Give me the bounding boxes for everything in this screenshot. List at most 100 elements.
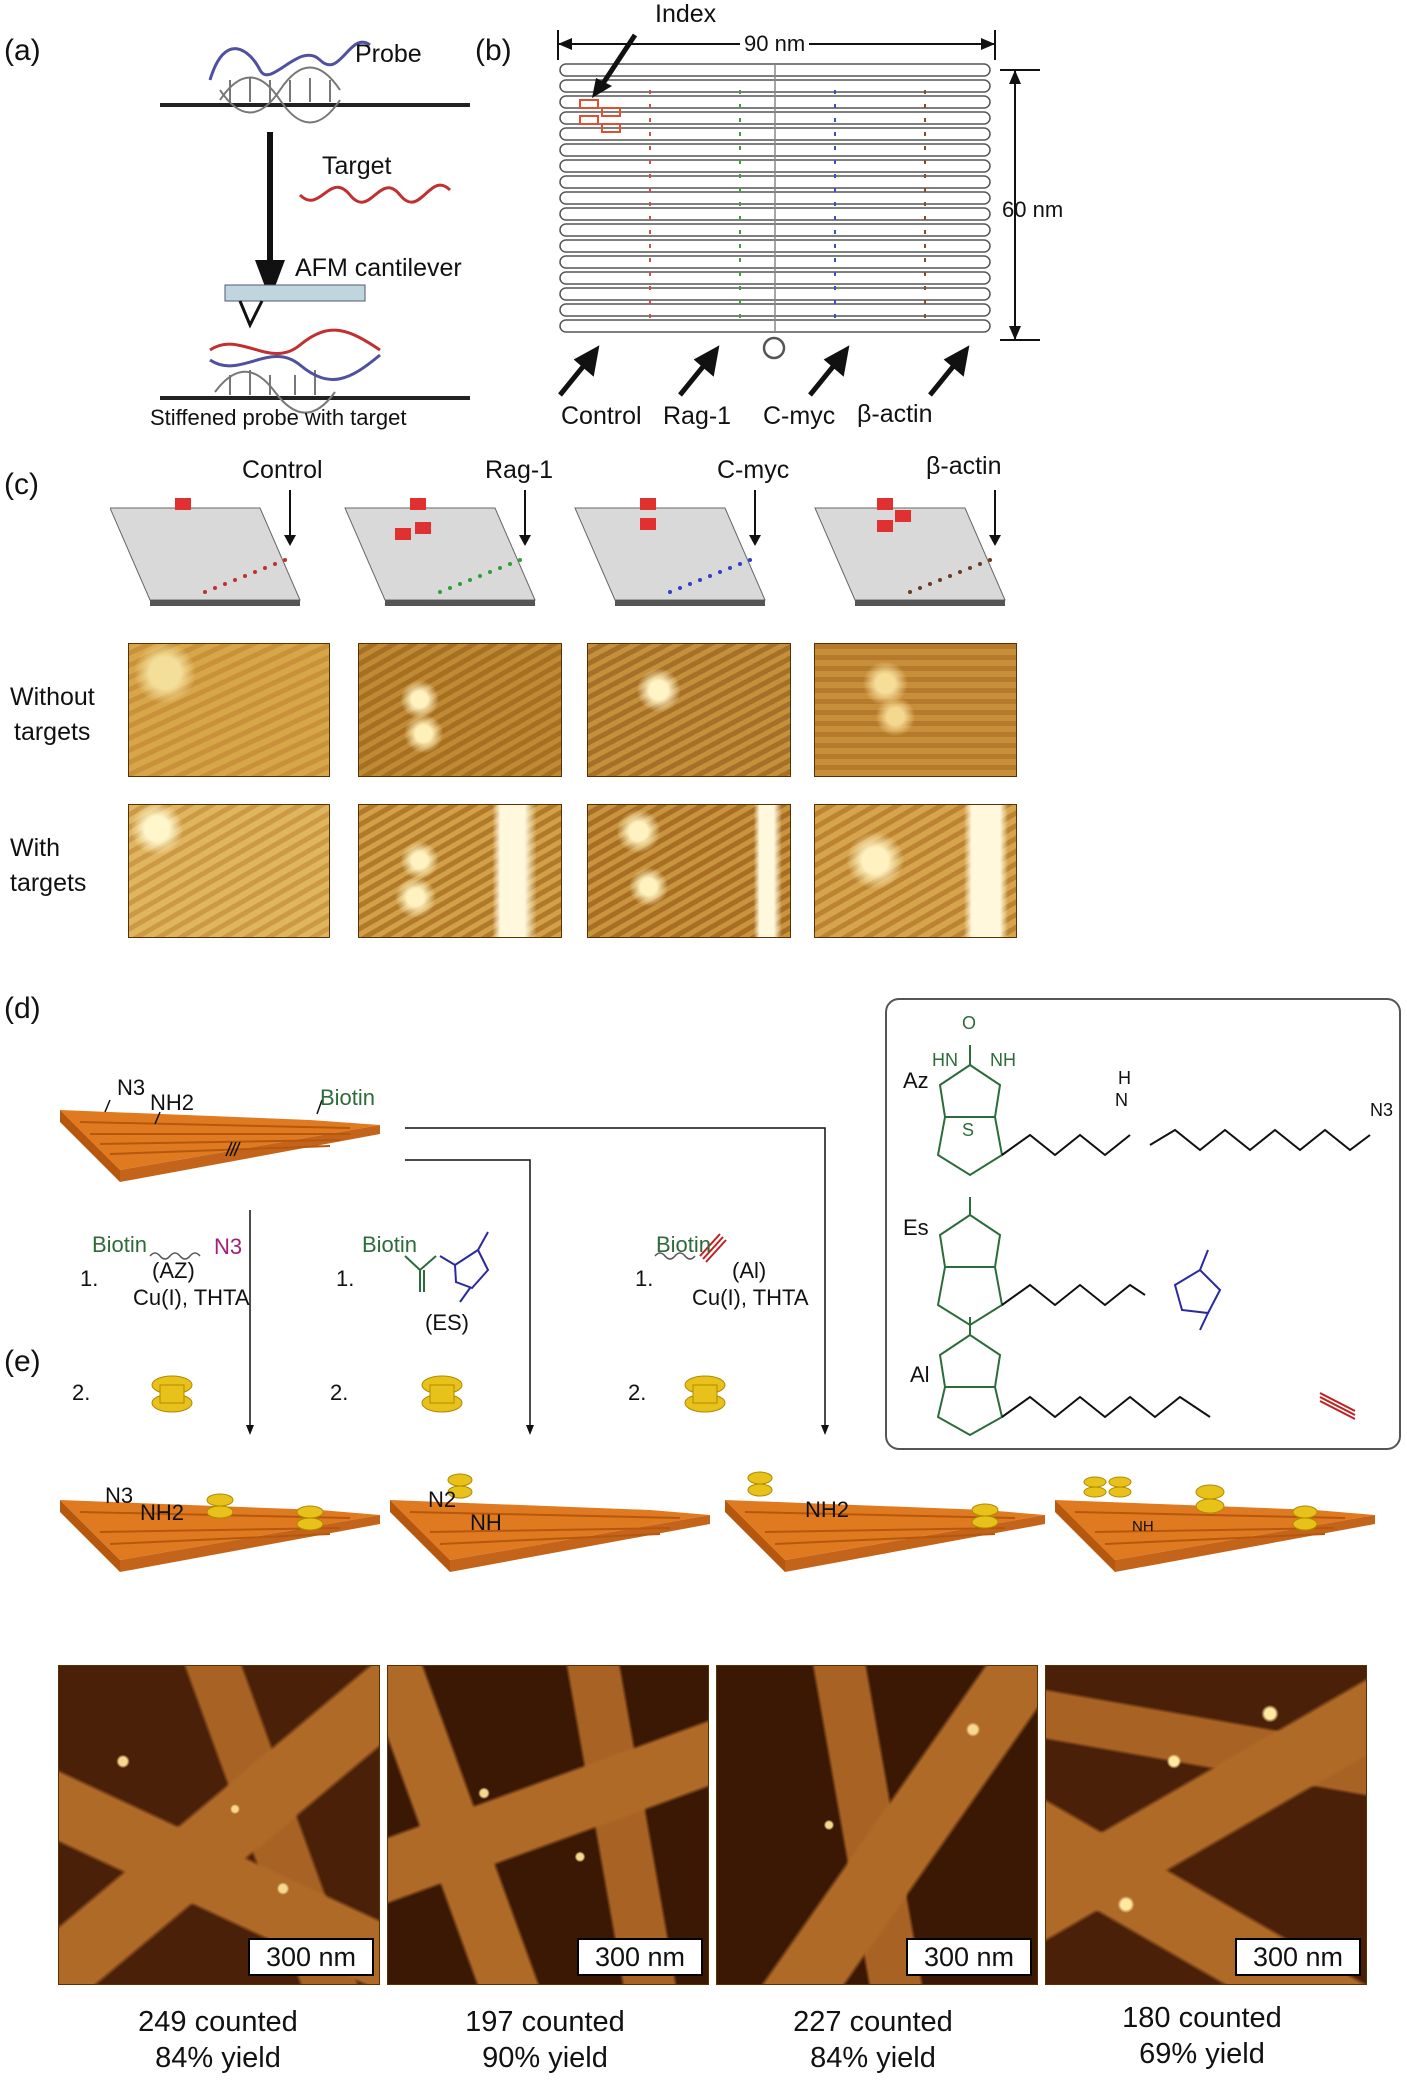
box-az-hn: HN [932,1050,958,1070]
surface-biotin: Biotin [320,1085,376,1110]
c-col-beta-actin: β-actin [926,452,1002,480]
height-dimension-label: 60 nm [1002,197,1064,222]
e-tile-4 [1055,1476,1375,1572]
route1-step2: 2. [72,1380,91,1405]
box-az-s: S [962,1120,975,1140]
panel-letter-a: (a) [4,34,41,67]
route1-biotin: Biotin [92,1232,148,1257]
e-tile3-nh2: NH2 [805,1497,850,1522]
route1-step1: 1. [80,1266,99,1291]
tile-beta-actin [814,490,1006,606]
scale-bar-1: 300 nm [248,1938,374,1976]
probe-label: Probe [355,40,422,68]
e-tile-2 [390,1473,710,1572]
route3-conditions: Cu(I), THTA [692,1285,809,1310]
afm-image-al [716,1665,1038,1985]
e-tile4-nh: NH [1132,1518,1154,1535]
box-az-h: H [1118,1068,1131,1088]
caption-3-yield: 84% yield [810,2042,936,2074]
afm-cantilever-label: AFM cantilever [295,254,462,282]
route2-step1: 1. [336,1266,355,1291]
panel-letter-c: (c) [4,468,39,501]
caption-2: 197 counted 90% yield [415,2004,675,2076]
afm-image-es [387,1665,709,1985]
caption-4-yield: 69% yield [1139,2038,1265,2070]
row-label-without-1: Without [10,683,95,711]
origami-label-beta-actin: β-actin [857,400,933,428]
afm-cantilever [224,284,366,302]
probe-strand [208,40,371,81]
streptavidin-icon [151,1375,726,1413]
origami-label-rag1: Rag-1 [663,402,732,430]
origami-label-cmyc: C-myc [763,402,836,430]
caption-3: 227 counted 84% yield [743,2004,1003,2076]
route2-biotin: Biotin [362,1232,418,1257]
afm-without-beta-actin [814,643,1017,777]
afm-image-mixed [1045,1665,1367,1985]
afm-without-rag1 [358,643,562,777]
c-col-control: Control [242,456,323,484]
caption-2-yield: 90% yield [482,2042,608,2074]
origami-label-control: Control [561,402,642,430]
box-es: Es [903,1215,929,1240]
e-tile2-n2: N2 [428,1487,457,1512]
route2-step2: 2. [330,1380,349,1405]
afm-without-cmyc [587,643,791,777]
box-az-nh: NH [990,1050,1016,1070]
row-label-with-1: With [10,834,60,862]
panel-a-diagram [160,40,470,414]
row-label-without-2: targets [14,718,91,746]
row-label-with-2: targets [10,869,87,897]
index-motif [579,99,621,133]
linker-structures [936,1045,1371,1437]
box-az-n3: N3 [1370,1100,1394,1120]
afm-with-beta-actin [814,804,1017,938]
route1-conditions: Cu(I), THTA [133,1285,250,1310]
caption-3-count: 227 counted [793,2006,953,2038]
route3-step2: 2. [628,1380,647,1405]
caption-1: 249 counted 84% yield [88,2004,348,2076]
tile-cmyc [574,490,766,606]
tile-control [110,490,301,606]
afm-with-cmyc [587,804,791,938]
panel-c-tiles [110,490,1006,606]
origami-design-diagram [557,30,1040,397]
route3-biotin: Biotin [656,1232,712,1257]
target-label: Target [322,152,392,180]
caption-4-count: 180 counted [1122,2002,1282,2034]
box-az-o: O [962,1013,977,1033]
index-label: Index [655,0,717,28]
ester-structure [404,1231,490,1303]
e-tile-1 [60,1493,380,1572]
tile-rag1 [344,490,536,606]
target-strand [298,183,452,204]
afm-with-rag1 [358,804,562,938]
dna-helix-top [219,66,341,124]
c-col-rag1: Rag-1 [485,456,554,484]
e-tile1-n3: N3 [105,1483,134,1508]
route2-abbr: (ES) [425,1310,469,1335]
caption-2-count: 197 counted [465,2006,625,2038]
origami-helices [559,63,991,333]
box-az-n: N [1115,1090,1128,1110]
route3-step1: 1. [635,1266,654,1291]
afm-with-control [128,804,330,938]
afm-without-control [128,643,330,777]
panel-letter-d: (d) [4,992,41,1025]
panel-letter-e: (e) [4,1345,41,1378]
panel-a-caption: Stiffened probe with target [150,405,407,430]
scale-bar-3: 300 nm [906,1938,1032,1976]
route1-abbr: (AZ) [152,1258,195,1283]
surface-n3: N3 [117,1075,146,1100]
width-dimension-label: 90 nm [740,31,810,57]
scale-bar-4: 300 nm [1235,1938,1361,1976]
e-tile-3 [725,1471,1045,1572]
afm-image-az [58,1665,380,1985]
caption-4: 180 counted 69% yield [1072,2000,1332,2072]
linker-structures-box [885,998,1401,1450]
panel-letter-b: (b) [475,34,512,67]
e-tile1-nh2: NH2 [140,1500,185,1525]
scale-bar-2: 300 nm [577,1938,703,1976]
caption-1-yield: 84% yield [155,2042,281,2074]
route1-n3: N3 [214,1234,243,1259]
